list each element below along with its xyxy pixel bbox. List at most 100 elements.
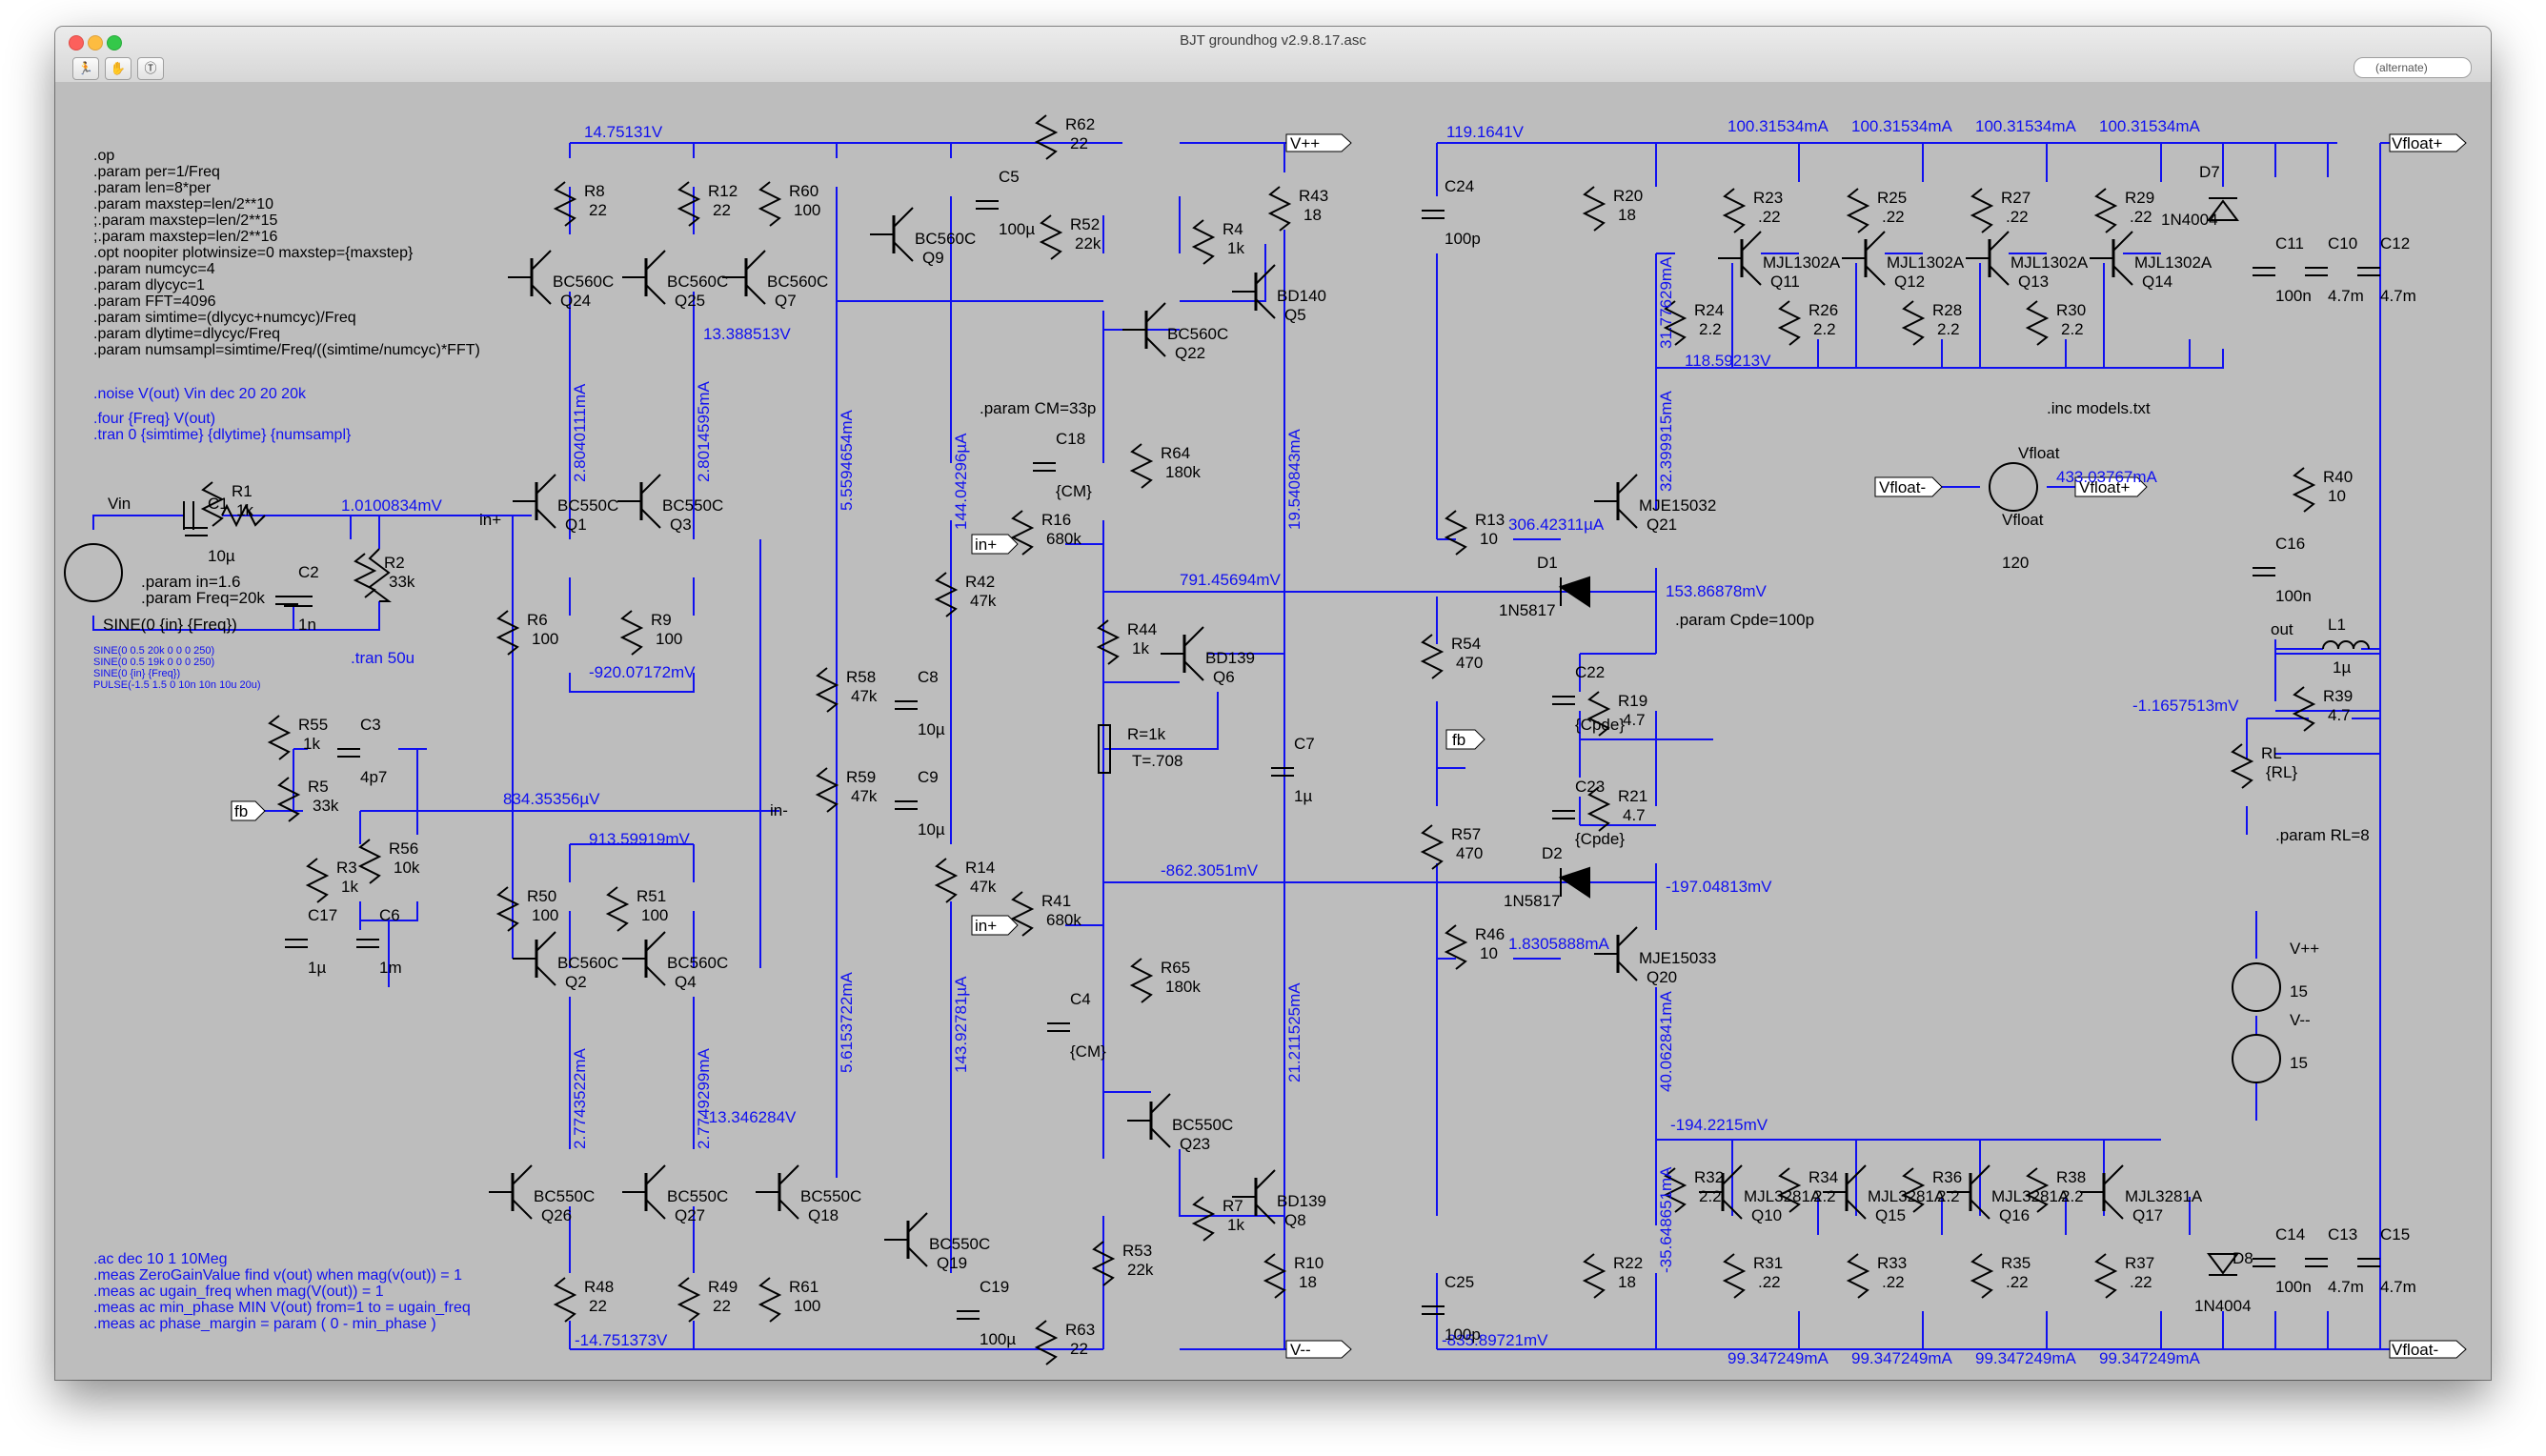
- capacitor-symbol[interactable]: [1271, 767, 1294, 777]
- resistor-symbol[interactable]: [1901, 300, 1926, 346]
- transistor-symbol[interactable]: [513, 931, 556, 986]
- four-directives[interactable]: .four {Freq} V(out).tran 0 {simtime} {dl…: [93, 411, 352, 443]
- resistor-symbol[interactable]: [1722, 188, 1747, 233]
- resistor-symbol[interactable]: [605, 886, 630, 932]
- resistor-symbol[interactable]: [758, 1277, 782, 1323]
- run-button[interactable]: 🏃: [72, 57, 99, 80]
- resistor-symbol[interactable]: [934, 858, 959, 903]
- resistor-symbol[interactable]: [1034, 1320, 1059, 1365]
- resistor-symbol[interactable]: [1010, 891, 1035, 937]
- resistor-symbol[interactable]: [1091, 1241, 1116, 1286]
- capacitor-symbol[interactable]: [976, 200, 999, 210]
- capacitor-symbol[interactable]: [1552, 810, 1575, 819]
- transistor-symbol[interactable]: [722, 250, 766, 305]
- halt-button[interactable]: ✋: [105, 57, 131, 80]
- net-flags[interactable]: V++ V-- Vfloat+ Vfloat- fb fb in+ in+ Vf…: [108, 133, 2467, 1359]
- transistor-symbol[interactable]: [622, 931, 666, 986]
- transistor-symbol[interactable]: [1594, 926, 1638, 981]
- resistor-symbol[interactable]: [1846, 1253, 1870, 1299]
- resistor-symbol[interactable]: [1846, 188, 1870, 233]
- resistor-symbol[interactable]: [553, 181, 577, 227]
- transistor-symbol[interactable]: [2090, 231, 2133, 286]
- resistor-symbol[interactable]: [1039, 214, 1063, 260]
- resistor-symbol[interactable]: [1582, 186, 1606, 232]
- resistor-symbol[interactable]: [357, 839, 382, 884]
- resistor-symbol[interactable]: [1263, 1253, 1287, 1299]
- resistor-symbol[interactable]: [2292, 467, 2316, 513]
- transistor-symbol[interactable]: [1718, 231, 1762, 286]
- capacitor-symbol[interactable]: [356, 939, 379, 948]
- resistor-symbol[interactable]: [1582, 1253, 1606, 1299]
- capacitor-symbol[interactable]: [1552, 696, 1575, 705]
- capacitor-symbol[interactable]: [1047, 1022, 1070, 1032]
- close-button[interactable]: [69, 35, 84, 51]
- capacitor-symbol[interactable]: [895, 700, 918, 710]
- transistor-symbol[interactable]: [622, 250, 666, 305]
- transistor-symbol[interactable]: [1232, 264, 1276, 319]
- transistor-symbol[interactable]: [870, 207, 914, 262]
- search-input[interactable]: (alternate): [2354, 57, 2472, 78]
- resistor-symbol[interactable]: [200, 481, 225, 527]
- resistor-symbol[interactable]: [1034, 114, 1059, 160]
- spice-directives[interactable]: .op.param per=1/Freq.param len=8*per.par…: [93, 148, 480, 358]
- capacitor-symbol[interactable]: [2305, 267, 2328, 276]
- capacitor-symbol[interactable]: [2253, 1258, 2275, 1267]
- resistor-symbol[interactable]: [815, 767, 839, 813]
- transistor-symbol[interactable]: [622, 1164, 666, 1220]
- resistor-symbol[interactable]: [677, 181, 701, 227]
- resistor-symbol[interactable]: [1444, 924, 1468, 970]
- transistor-symbol[interactable]: [1161, 626, 1204, 681]
- capacitor-symbol[interactable]: [337, 748, 360, 758]
- transistor-symbol[interactable]: [489, 1164, 533, 1220]
- resistor-symbol[interactable]: [1970, 188, 1994, 233]
- transistor-symbol[interactable]: [1232, 1169, 1276, 1224]
- resistor-symbol[interactable]: [1586, 691, 1611, 737]
- resistor-symbol[interactable]: [2292, 686, 2316, 732]
- resistor-symbol[interactable]: [553, 1277, 577, 1323]
- resistor-symbol[interactable]: [2093, 188, 2118, 233]
- capacitor-symbol[interactable]: [1033, 462, 1056, 472]
- transistor-symbol[interactable]: [513, 474, 556, 529]
- schematic-canvas[interactable]: .op.param per=1/Freq.param len=8*per.par…: [55, 82, 2491, 1380]
- capacitor-symbol[interactable]: [895, 800, 918, 810]
- resistor-symbol[interactable]: [1096, 619, 1121, 665]
- resistor-symbol[interactable]: [1129, 958, 1154, 1003]
- capacitor-symbol[interactable]: [957, 1310, 980, 1320]
- transistor-symbol[interactable]: [1122, 302, 1166, 357]
- transistor-symbol[interactable]: [756, 1164, 799, 1220]
- resistor-symbol[interactable]: [1191, 1196, 1216, 1242]
- transistor-symbol[interactable]: [884, 1212, 928, 1267]
- transistor-symbol[interactable]: [1947, 1164, 1990, 1220]
- resistor-symbol[interactable]: [2025, 300, 2050, 346]
- capacitor-symbol[interactable]: [285, 939, 308, 948]
- resistor-symbol[interactable]: [2025, 1167, 2050, 1213]
- resistor-symbol[interactable]: [267, 715, 292, 760]
- resistor-symbol[interactable]: [1191, 219, 1216, 265]
- transistor-symbol[interactable]: [617, 474, 661, 529]
- transistor-symbol[interactable]: [1966, 231, 2010, 286]
- transistor-symbol[interactable]: [1127, 1093, 1171, 1148]
- capacitor-symbol[interactable]: [2357, 1258, 2380, 1267]
- transistor-symbol[interactable]: [508, 250, 552, 305]
- transistor-symbol[interactable]: [2080, 1164, 2124, 1220]
- resistor-symbol[interactable]: [677, 1277, 701, 1323]
- capacitor-symbol[interactable]: [1422, 1305, 1445, 1315]
- resistor-symbol[interactable]: [1663, 1167, 1687, 1213]
- resistor-symbol[interactable]: [1901, 1167, 1926, 1213]
- resistor-symbol[interactable]: [495, 610, 520, 656]
- capacitor-symbol[interactable]: [2305, 1258, 2328, 1267]
- resistor-symbol[interactable]: [2093, 1253, 2118, 1299]
- resistor-symbol[interactable]: [1420, 824, 1445, 870]
- resistor-symbol[interactable]: [1420, 634, 1445, 679]
- resistor-symbol[interactable]: [1970, 1253, 1994, 1299]
- resistor-symbol[interactable]: [276, 777, 301, 822]
- resistor-symbol[interactable]: [2230, 743, 2254, 789]
- resistor-symbol[interactable]: [1777, 300, 1802, 346]
- capacitor-symbol[interactable]: [2253, 267, 2275, 276]
- capacitor-symbol[interactable]: [2253, 567, 2275, 576]
- resistor-symbol[interactable]: [1010, 510, 1035, 556]
- resistor-symbol[interactable]: [305, 858, 330, 903]
- resistor-symbol[interactable]: [1129, 443, 1154, 489]
- resistor-symbol[interactable]: [619, 610, 644, 656]
